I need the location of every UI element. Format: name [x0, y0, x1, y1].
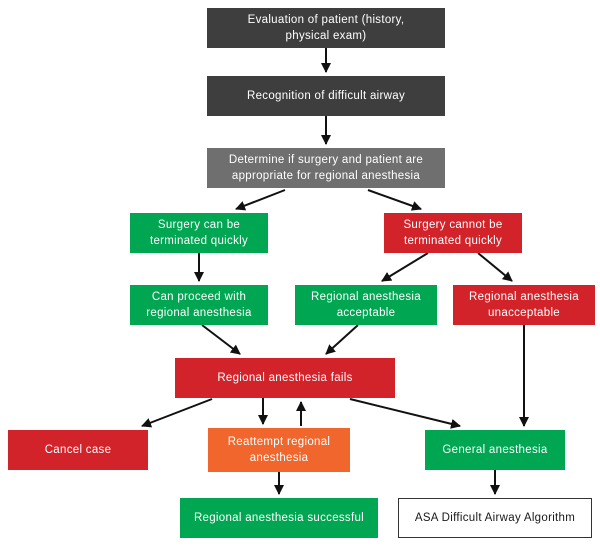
- node-reattempt-regional-anesthesia: Reattempt regional anesthesia: [208, 428, 350, 472]
- node-label: ASA Difficult Airway Algorithm: [414, 511, 576, 524]
- arrow-fails-to-cancel: [141, 398, 213, 428]
- node-general-anesthesia: General anesthesia: [425, 430, 565, 470]
- node-regional-anesthesia-fails: Regional anesthesia fails: [175, 358, 395, 398]
- arrow-determine-to-can-terminate: [235, 189, 286, 211]
- arrow-fails-to-general: [349, 398, 461, 429]
- arrow-cannot-to-unacceptable: [477, 252, 513, 282]
- node-regional-anesthesia-successful: Regional anesthesia successful: [180, 498, 378, 538]
- node-label: Recognition of difficult airway: [246, 89, 406, 102]
- node-label: Surgery cannot be terminated quickly: [403, 218, 503, 247]
- node-label: Reattempt regional anesthesia: [227, 435, 331, 464]
- node-label: Can proceed with regional anesthesia: [146, 290, 252, 319]
- node-surgery-can-terminate: Surgery can be terminated quickly: [130, 213, 268, 253]
- node-recognition-difficult-airway: Recognition of difficult airway: [207, 76, 445, 116]
- arrow-determine-to-cannot-terminate: [367, 189, 422, 211]
- node-label: Regional anesthesia successful: [193, 511, 365, 524]
- node-cancel-case: Cancel case: [8, 430, 148, 470]
- node-surgery-cannot-terminate: Surgery cannot be terminated quickly: [384, 213, 522, 253]
- node-regional-anesthesia-unacceptable: Regional anesthesia unacceptable: [453, 285, 595, 325]
- node-label: Regional anesthesia unacceptable: [469, 290, 579, 319]
- node-determine-appropriateness: Determine if surgery and patient are app…: [207, 148, 445, 188]
- node-proceed-regional-anesthesia: Can proceed with regional anesthesia: [130, 285, 268, 325]
- node-evaluation-of-patient: Evaluation of patient (history, physical…: [207, 8, 445, 48]
- node-label: Regional anesthesia fails: [217, 371, 353, 384]
- node-label: Cancel case: [44, 443, 112, 456]
- arrow-cannot-to-acceptable: [381, 252, 429, 282]
- node-label: Surgery can be terminated quickly: [149, 218, 249, 247]
- arrow-acceptable-to-fails: [325, 324, 359, 355]
- node-label: Evaluation of patient (history, physical…: [247, 13, 405, 42]
- arrow-proceed-to-fails: [201, 324, 241, 355]
- node-regional-anesthesia-acceptable: Regional anesthesia acceptable: [295, 285, 437, 325]
- node-label: Regional anesthesia acceptable: [311, 290, 421, 319]
- node-asa-difficult-airway-algorithm: ASA Difficult Airway Algorithm: [398, 498, 592, 538]
- node-label: Determine if surgery and patient are app…: [228, 153, 424, 182]
- node-label: General anesthesia: [442, 443, 548, 456]
